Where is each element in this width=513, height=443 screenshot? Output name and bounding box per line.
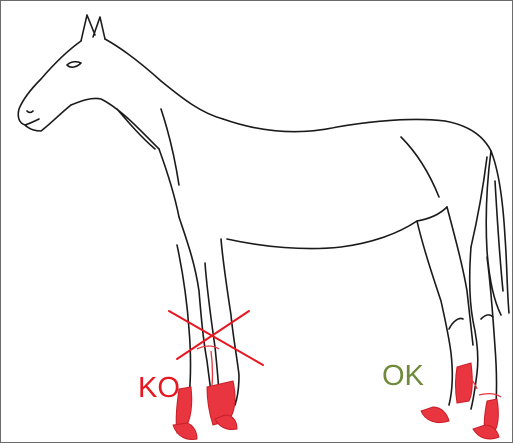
cross-stroke-1	[168, 310, 264, 366]
ok-label: OK	[382, 360, 424, 392]
bandage-hind-leg-ok-1	[455, 362, 473, 404]
leg-markings	[196, 345, 502, 398]
hoof-hind-2	[472, 424, 500, 440]
hoof-hind-1	[420, 406, 450, 424]
cross-stroke-2	[176, 310, 250, 360]
leg-bandages	[172, 362, 500, 440]
horse-outline	[17, 14, 510, 430]
ko-label: KO	[138, 372, 180, 404]
hoof-front-2	[214, 414, 238, 430]
hoof-front-1	[172, 422, 198, 440]
ko-cross-mark	[168, 310, 264, 366]
